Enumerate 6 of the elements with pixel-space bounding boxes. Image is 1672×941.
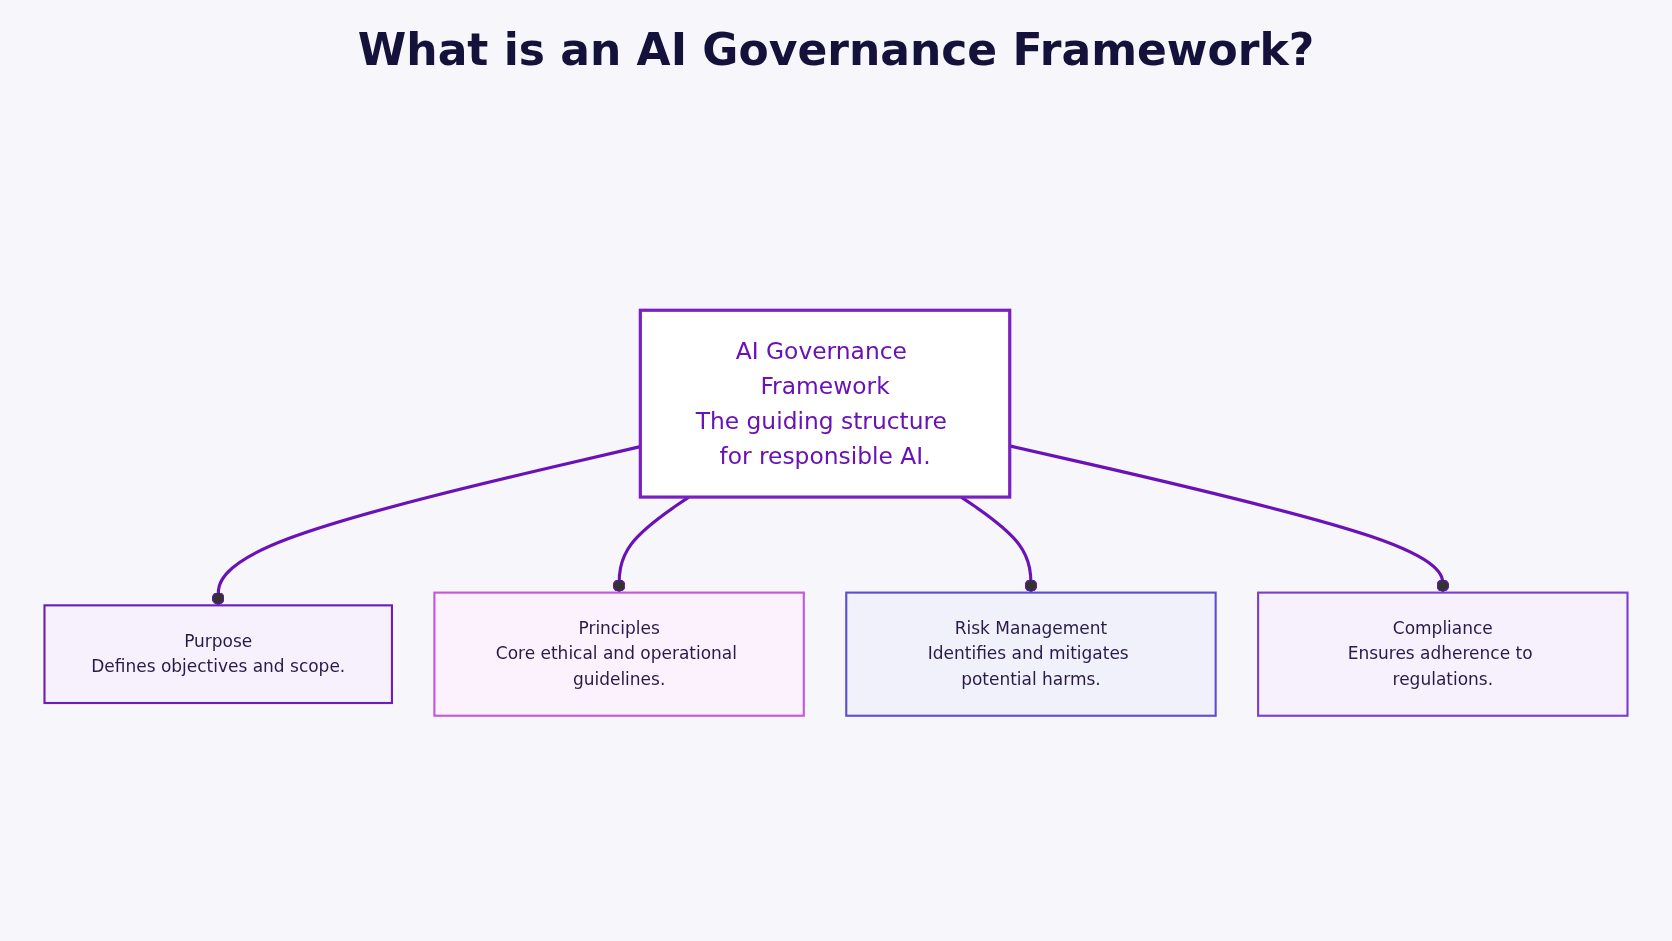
node-box: AI Governance Framework The guiding structure for responsible AI. [638,308,1012,499]
node-box: Purpose Defines objectives and scope. [43,604,393,705]
node-box: Principles Core ethical and operational guidelines. [433,591,805,717]
title: What is an AI Governance Framework? [357,24,1315,75]
node-box: Compliance Ensures adherence to regulations. [1257,591,1629,717]
node-box: Risk Management Identifies and mitigates potential harms. [845,591,1217,717]
